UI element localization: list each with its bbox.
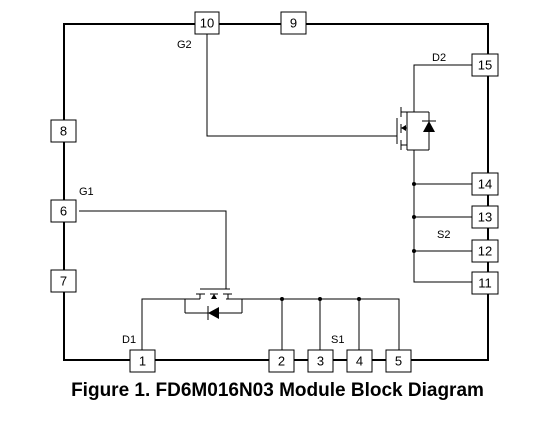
- pin-9: 9: [280, 11, 307, 35]
- pin-number: 12: [478, 244, 492, 259]
- label-g2: G2: [177, 39, 192, 51]
- label-d2: D2: [432, 52, 446, 64]
- d1-trace: [141, 298, 200, 350]
- pin-13: 13: [471, 205, 499, 229]
- mosfet-q2-symbol: [396, 107, 436, 151]
- pin-number: 2: [278, 354, 285, 369]
- junction-dot: [318, 297, 322, 301]
- mosfet-q1-symbol: [184, 288, 243, 320]
- pin-box: [50, 199, 77, 223]
- q1-body-arrow: [211, 294, 217, 299]
- pin-box: [346, 349, 373, 373]
- pin-number: 1: [139, 354, 146, 369]
- pin-4: 4: [346, 349, 373, 373]
- pin-number: 11: [478, 276, 492, 291]
- pin-7: 7: [50, 269, 77, 293]
- pin-15: 15: [471, 53, 499, 77]
- pin-box: [471, 53, 499, 77]
- pin-6: 6: [50, 199, 77, 223]
- pin-number: 9: [290, 16, 297, 31]
- pin-2: 2: [268, 349, 295, 373]
- pin-5: 5: [385, 349, 412, 373]
- pin-8: 8: [50, 119, 77, 143]
- pin-number: 14: [478, 177, 492, 192]
- label-g1: G1: [79, 186, 94, 198]
- pin-box: [471, 172, 499, 196]
- pin-box: [50, 269, 77, 293]
- label-d1: D1: [122, 334, 136, 346]
- q1-body-diode: [208, 307, 219, 319]
- pin-box: [268, 349, 295, 373]
- s2-trace: [407, 149, 472, 283]
- pin-box: [280, 11, 307, 35]
- junction-dot: [357, 297, 361, 301]
- pin-number: 6: [60, 204, 67, 219]
- pin-box: [307, 349, 334, 373]
- junction-dot: [412, 182, 416, 186]
- pin-box: [471, 239, 499, 263]
- d2-trace: [407, 64, 472, 113]
- pin-1: 1: [129, 349, 156, 373]
- pin-number: 5: [395, 354, 402, 369]
- junction-dot: [280, 297, 284, 301]
- g1-trace: [79, 210, 227, 289]
- pin-14: 14: [471, 172, 499, 196]
- pin-11: 11: [471, 271, 499, 295]
- pin-3: 3: [307, 349, 334, 373]
- pin-number: 13: [478, 210, 492, 225]
- pin-12: 12: [471, 239, 499, 263]
- junction-dot: [412, 249, 416, 253]
- label-s1: S1: [331, 334, 344, 346]
- pin-box: [194, 11, 220, 35]
- pin-box: [471, 205, 499, 229]
- pin-box: [129, 349, 156, 373]
- pin-number: 3: [317, 354, 324, 369]
- pin-box: [50, 119, 77, 143]
- junction-dots: [280, 182, 416, 301]
- pin-box: [385, 349, 412, 373]
- figure-caption: Figure 1. FD6M016N03 Module Block Diagra…: [71, 380, 484, 401]
- junction-dot: [412, 215, 416, 219]
- q2-body-arrow: [401, 125, 406, 131]
- pin-10: 10: [194, 11, 220, 35]
- s1-bus: [226, 298, 400, 350]
- pin-number: 10: [200, 16, 214, 31]
- pin-number: 8: [60, 124, 67, 139]
- pin-box: [471, 271, 499, 295]
- g2-trace: [206, 34, 397, 137]
- pin-number: 15: [478, 58, 492, 73]
- label-s2: S2: [437, 229, 450, 241]
- pin-number: 4: [356, 354, 363, 369]
- module-outline: [63, 23, 489, 361]
- pin-number: 7: [60, 274, 67, 289]
- q2-body-diode: [423, 121, 435, 132]
